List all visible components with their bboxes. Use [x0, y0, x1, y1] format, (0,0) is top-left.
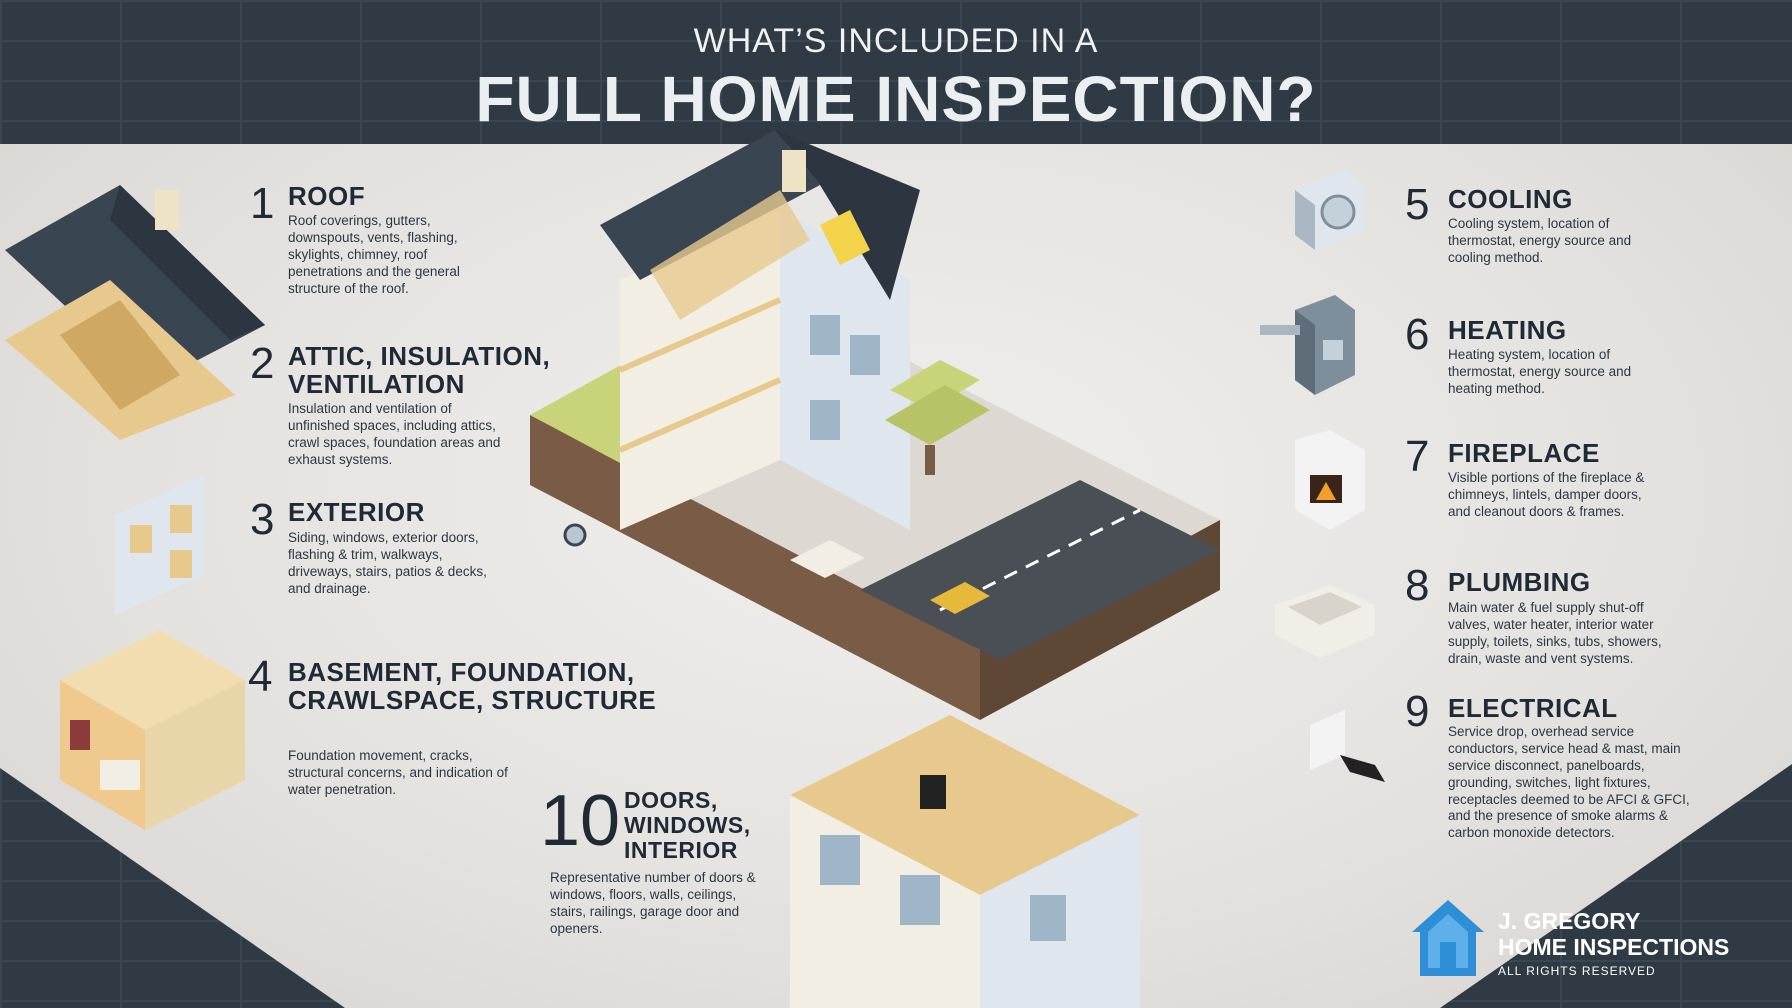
central-house-cutaway-illustration	[520, 130, 1240, 770]
header-pre-title: WHAT’S INCLUDED IN A	[693, 22, 1099, 60]
item-number: 6	[1405, 310, 1430, 359]
outlet-plug-icon	[1305, 710, 1395, 790]
item-description: Service drop, overhead service conductor…	[1448, 724, 1690, 841]
brand-name-line2: HOME INSPECTIONS	[1498, 934, 1730, 960]
header-main-title: FULL HOME INSPECTION?	[475, 63, 1317, 135]
item-description: Insulation and ventilation of unfinished…	[288, 401, 501, 467]
house-logo-icon	[1410, 898, 1486, 978]
item-title: ATTIC, INSULATION, VENTILATION	[288, 341, 551, 400]
item-number: 8	[1405, 561, 1430, 610]
bottom-house-cutaway-illustration	[780, 675, 1180, 1008]
item-title: ROOF	[288, 181, 366, 211]
item-title: COOLING	[1448, 184, 1573, 214]
item-title: EXTERIOR	[288, 497, 425, 527]
item-number: 7	[1405, 432, 1430, 481]
ac-unit-icon	[1290, 170, 1370, 250]
item-number: 4	[248, 652, 273, 701]
item-number: 3	[250, 495, 275, 544]
item-description: Siding, windows, exterior doors, flashin…	[288, 530, 487, 596]
item-title: PLUMBING	[1448, 567, 1591, 597]
furnace-icon	[1255, 295, 1355, 395]
fireplace-icon	[1290, 430, 1370, 530]
exterior-wall-icon	[105, 465, 225, 625]
basement-icon	[30, 620, 250, 840]
item-number: 2	[250, 339, 275, 388]
rights-reserved-text: ALL RIGHTS RESERVED	[1498, 964, 1656, 978]
item-number: 1	[250, 179, 275, 228]
brand-name-line1: J. GREGORY	[1498, 908, 1641, 934]
bathtub-icon	[1270, 580, 1380, 660]
item-title: HEATING	[1448, 315, 1567, 345]
item-number: 5	[1405, 180, 1430, 229]
item-title: ELECTRICAL	[1448, 693, 1618, 723]
item-number: 10	[540, 781, 621, 861]
item-title: FIREPLACE	[1448, 438, 1600, 468]
item-description: Heating system, location of thermostat, …	[1448, 347, 1632, 396]
item-description: Cooling system, location of thermostat, …	[1448, 216, 1632, 265]
item-number: 9	[1405, 687, 1430, 736]
item-description: Visible portions of the fireplace & chim…	[1448, 470, 1645, 519]
roof-icon	[0, 165, 270, 445]
item-title: DOORS, WINDOWS, INTERIOR	[624, 787, 751, 863]
item-description: Roof coverings, gutters, downspouts, ven…	[288, 213, 460, 296]
page-header: WHAT’S INCLUDED IN A FULL HOME INSPECTIO…	[0, 0, 1792, 144]
item-description: Representative number of doors & windows…	[550, 870, 756, 936]
item-description: Foundation movement, cracks, structural …	[288, 748, 508, 797]
item-title: BASEMENT, FOUNDATION, CRAWLSPACE, STRUCT…	[288, 657, 657, 716]
item-description: Main water & fuel supply shut-off valves…	[1448, 600, 1662, 666]
